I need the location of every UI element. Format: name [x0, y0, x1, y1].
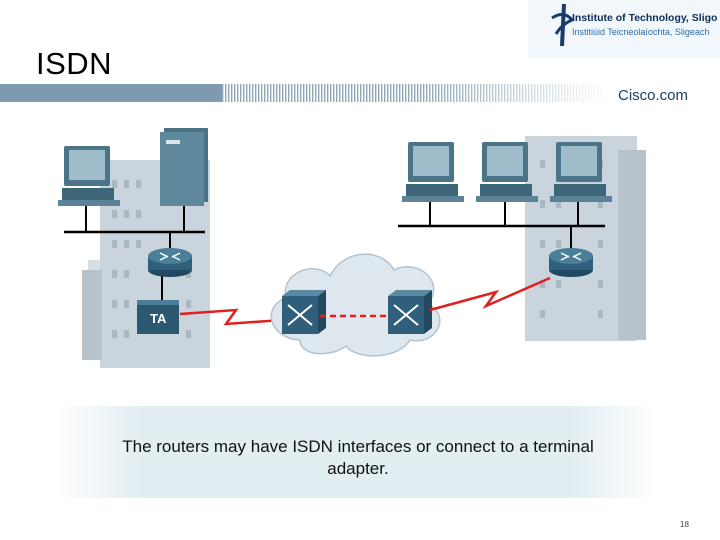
right-building — [525, 136, 646, 341]
institute-name-ga: Institiúid Teicneolaíochta, Sligeach — [572, 27, 710, 37]
slide-title: ISDN — [36, 46, 113, 81]
right-router-icon — [549, 248, 593, 277]
network-diagram: TA — [58, 128, 646, 368]
left-isdn-link — [179, 308, 283, 326]
diagram-caption: The routers may have ISDN interfaces or … — [122, 437, 594, 478]
right-isdn-link — [429, 276, 551, 312]
ta-label: TA — [150, 311, 167, 326]
terminal-adapter-icon — [137, 300, 179, 334]
cisco-brand-label: Cisco.com — [618, 87, 689, 104]
left-workstation-icon — [58, 146, 120, 206]
right-workstation-icon — [402, 142, 464, 202]
right-isdn-switch-icon — [388, 290, 432, 334]
caption-panel — [56, 406, 656, 498]
institute-name-en: Institute of Technology, Sligo — [572, 12, 718, 24]
header-banner — [0, 84, 610, 102]
page-number: 18 — [680, 520, 689, 529]
right-workstation-icon — [476, 142, 538, 202]
server-icon — [160, 128, 208, 206]
institute-emblem-icon — [551, 4, 575, 46]
left-router-icon — [148, 248, 192, 277]
institute-logo — [528, 0, 720, 58]
left-isdn-switch-icon — [282, 290, 326, 334]
right-workstation-icon — [550, 142, 612, 202]
